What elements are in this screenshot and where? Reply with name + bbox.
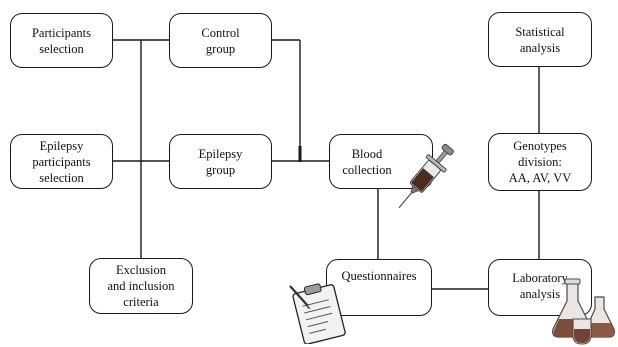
laboratory-analysis-label: Laboratory analysis (512, 271, 568, 301)
statistical-analysis-label: Statistical analysis (515, 24, 565, 55)
epilepsy-participants-selection-label: Epilepsy participants selection (32, 138, 91, 185)
lab-flasks-icon (552, 278, 616, 345)
control-group-box: Control group (169, 13, 272, 68)
genotypes-division-label: Genotypes division: AA, AV, VV (508, 139, 572, 185)
statistical-analysis-box: Statistical analysis (488, 12, 592, 67)
epilepsy-group-box: Epilepsy group (169, 134, 272, 189)
epilepsy-participants-selection-box: Epilepsy participants selection (10, 134, 113, 189)
questionnaires-label: Questionnaires (341, 269, 417, 283)
control-group-label: Control group (201, 25, 240, 56)
clipboard-icon (289, 283, 346, 344)
participants-selection-box: Participants selection (10, 13, 113, 68)
junction-marker (298, 146, 302, 162)
genotypes-division-box: Genotypes division: AA, AV, VV (488, 133, 592, 191)
exclusion-inclusion-label: Exclusion and inclusion criteria (107, 263, 175, 309)
participants-selection-label: Participants selection (31, 25, 91, 56)
syringe-icon (398, 143, 454, 209)
epilepsy-group-label: Epilepsy group (198, 146, 243, 177)
blood-collection-label: Blood collection (342, 146, 392, 177)
questionnaires-box: Questionnaires (326, 259, 432, 316)
exclusion-inclusion-box: Exclusion and inclusion criteria (89, 258, 193, 314)
